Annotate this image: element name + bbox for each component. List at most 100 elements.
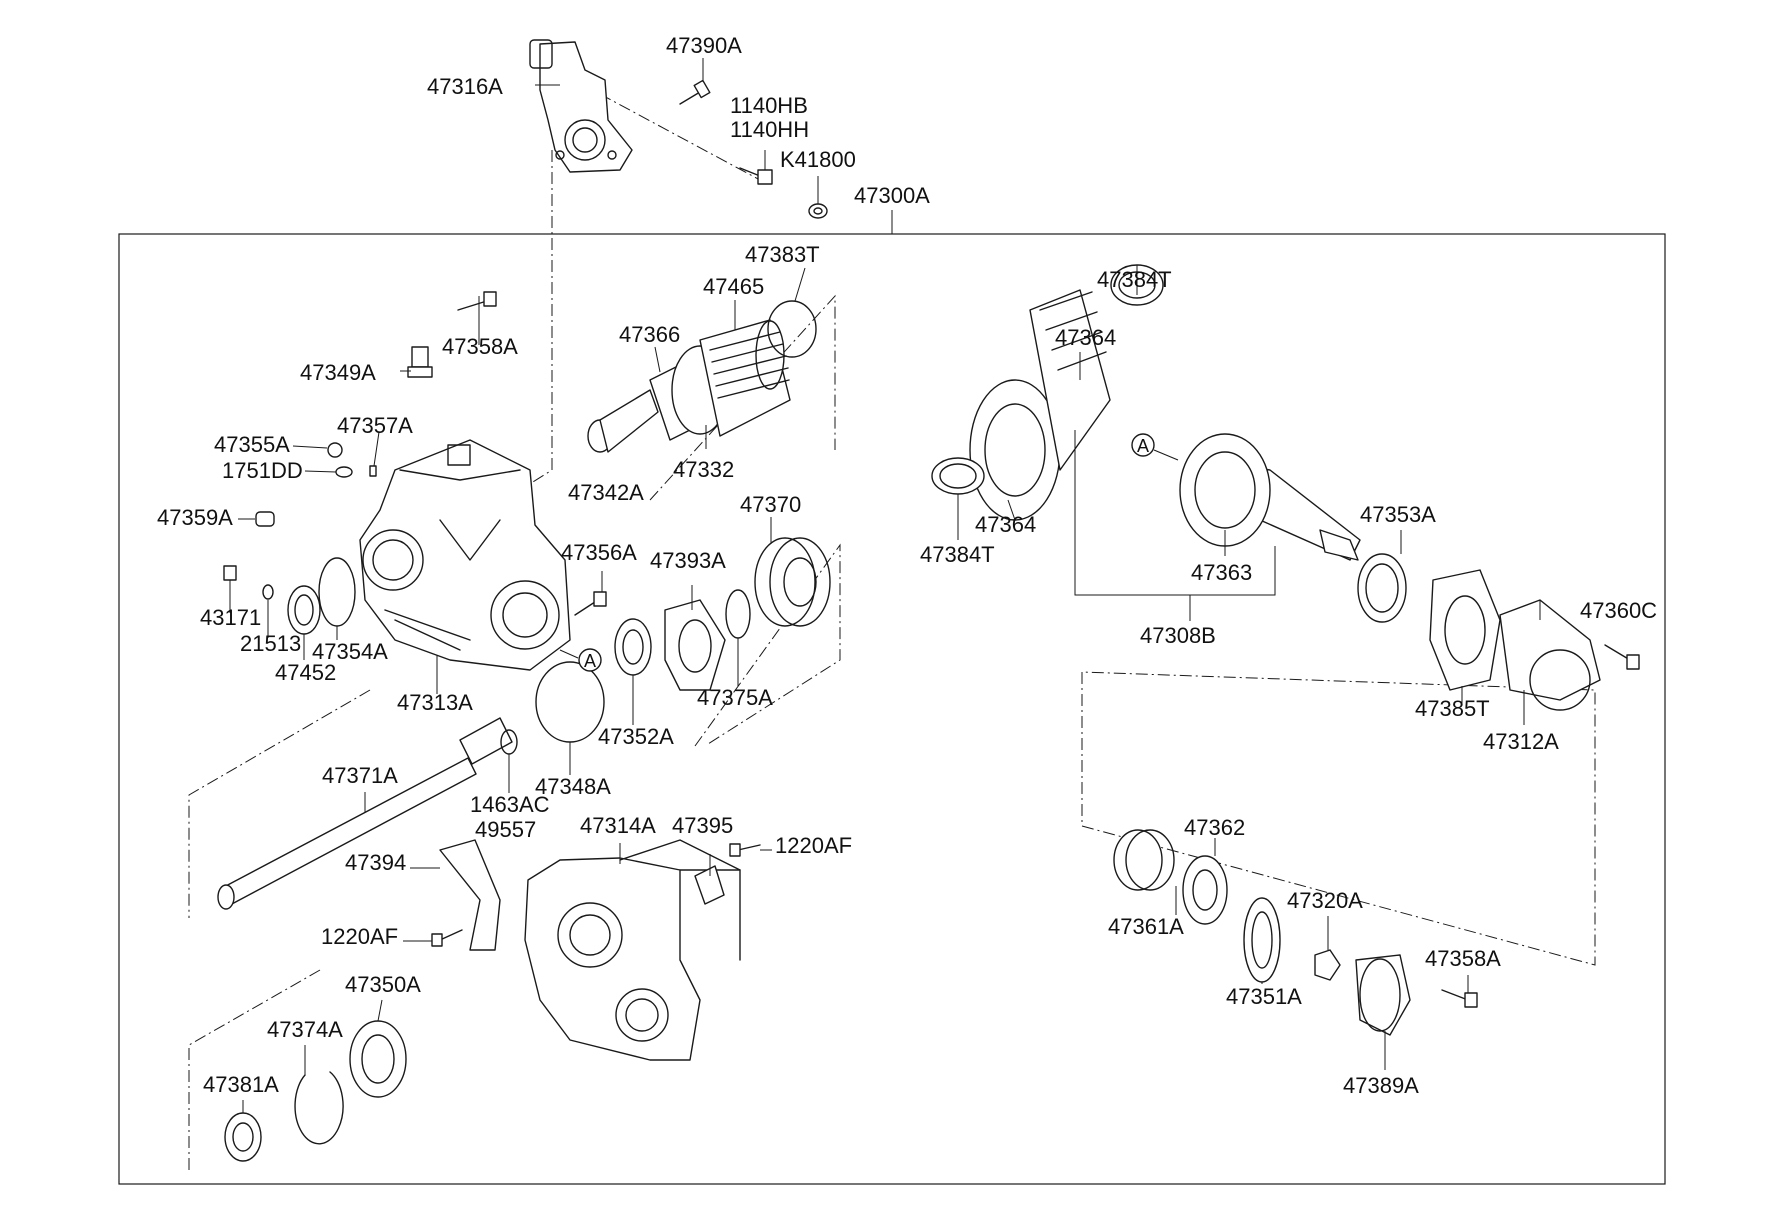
label-1220AF-left: 1220AF <box>321 924 398 949</box>
seal-47350A <box>349 1020 407 1098</box>
bolt-47358A-top <box>457 291 497 311</box>
label-47374A: 47374A <box>267 1017 343 1042</box>
label-47385T: 47385T <box>1415 696 1490 721</box>
label-1751DD: 1751DD <box>222 458 303 483</box>
gear-47363 <box>1179 433 1361 561</box>
bearing-cup-47384T-left <box>931 457 985 495</box>
washer-21513 <box>262 584 274 600</box>
label-47362: 47362 <box>1184 815 1245 840</box>
retainer-47393A <box>664 599 726 691</box>
label-47354A: 47354A <box>312 639 388 664</box>
seal-47452 <box>287 585 321 635</box>
plug-43171 <box>223 565 237 581</box>
seal-47381A <box>224 1112 262 1162</box>
label-47383T: 47383T <box>745 242 820 267</box>
sensor-47349A <box>407 346 433 378</box>
label-47390A: 47390A <box>666 33 742 58</box>
oring-47354A <box>318 557 356 627</box>
label-49557: 49557 <box>475 817 536 842</box>
ref-marker-a-left: A <box>559 648 602 672</box>
label-47353A: 47353A <box>1360 502 1436 527</box>
snap-ring-47374A <box>294 1071 344 1145</box>
label-47358A-bottom: 47358A <box>1425 946 1501 971</box>
label-47364-top: 47364 <box>1055 325 1116 350</box>
label-47352A: 47352A <box>598 724 674 749</box>
output-shaft-47371A <box>217 717 513 910</box>
label-1463AC: 1463AC <box>470 792 550 817</box>
bearing-47362 <box>1182 855 1228 925</box>
bolt-47390A <box>679 79 711 105</box>
flange-47389A <box>1355 954 1411 1036</box>
oring-47383T <box>767 300 817 358</box>
label-47320A: 47320A <box>1287 888 1363 913</box>
nut-47320A <box>1314 949 1341 981</box>
label-47357A: 47357A <box>337 413 413 438</box>
label-47371A: 47371A <box>322 763 398 788</box>
label-1140HH: 1140HH <box>730 117 809 142</box>
seal-47352A <box>614 618 652 676</box>
label-47452: 47452 <box>275 660 336 685</box>
label-47384T-left: 47384T <box>920 542 995 567</box>
bolt-1140HH <box>739 167 773 185</box>
front-case-47313A <box>359 439 571 671</box>
plug-47355A <box>327 442 343 458</box>
label-47375A: 47375A <box>697 685 773 710</box>
bolt-47360C <box>1604 644 1640 670</box>
seal-47361A <box>1113 829 1175 891</box>
label-1220AF-right: 1220AF <box>775 833 852 858</box>
label-47355A: 47355A <box>214 432 290 457</box>
label-47342A: 47342A <box>568 480 644 505</box>
label-47308B: 47308B <box>1140 623 1216 648</box>
label-47349A: 47349A <box>300 360 376 385</box>
snap-ring-47375A <box>725 589 751 639</box>
plug-47359A <box>255 511 275 527</box>
gasket-47385T <box>1429 569 1501 691</box>
ref-marker-a-right-text: A <box>1137 436 1149 456</box>
label-47351A: 47351A <box>1226 984 1302 1009</box>
label-47312A: 47312A <box>1483 729 1559 754</box>
part-labels: 47390A 47316A 1140HB 1140HH K41800 47300… <box>157 33 1657 1098</box>
label-21513: 21513 <box>240 631 301 656</box>
leader-lines <box>229 58 1541 1113</box>
nut-K41800 <box>808 203 828 219</box>
label-47363: 47363 <box>1191 560 1252 585</box>
flange-bracket-47316A <box>529 39 633 173</box>
label-47316A: 47316A <box>427 74 503 99</box>
bolt-1220AF-left <box>431 929 463 947</box>
bearing-47370 <box>754 537 831 627</box>
label-47313A: 47313A <box>397 690 473 715</box>
bolt-47358A-bottom <box>1441 989 1478 1008</box>
label-47359A: 47359A <box>157 505 233 530</box>
label-47361A: 47361A <box>1108 914 1184 939</box>
bracket-47395 <box>694 865 725 905</box>
label-47366: 47366 <box>619 322 680 347</box>
ref-marker-a-left-text: A <box>584 651 596 671</box>
label-47350A: 47350A <box>345 972 421 997</box>
label-1140HB: 1140HB <box>730 93 808 118</box>
oring-47348A <box>535 661 605 743</box>
label-47356A: 47356A <box>561 540 637 565</box>
shield-47394 <box>439 839 501 951</box>
label-47332: 47332 <box>673 457 734 482</box>
label-K41800: K41800 <box>780 147 856 172</box>
pin-47357A <box>369 465 377 477</box>
label-47314A: 47314A <box>580 813 656 838</box>
label-47348A: 47348A <box>535 774 611 799</box>
label-47370: 47370 <box>740 492 801 517</box>
label-47360C: 47360C <box>1580 598 1657 623</box>
label-47358A-top: 47358A <box>442 334 518 359</box>
guide-lines <box>188 93 1596 1170</box>
label-47364-bottom: 47364 <box>975 512 1036 537</box>
label-47395: 47395 <box>672 813 733 838</box>
label-47300A: 47300A <box>854 183 930 208</box>
label-47381A: 47381A <box>203 1072 279 1097</box>
input-shaft-47332 <box>587 319 791 453</box>
bolt-1220AF-right <box>729 843 761 857</box>
label-47393A: 47393A <box>650 548 726 573</box>
ref-marker-a-right: A <box>1131 433 1179 461</box>
gear-47364 <box>969 289 1111 521</box>
label-47394: 47394 <box>345 850 406 875</box>
label-47389A: 47389A <box>1343 1073 1419 1098</box>
label-47384T-top: 47384T <box>1097 267 1172 292</box>
